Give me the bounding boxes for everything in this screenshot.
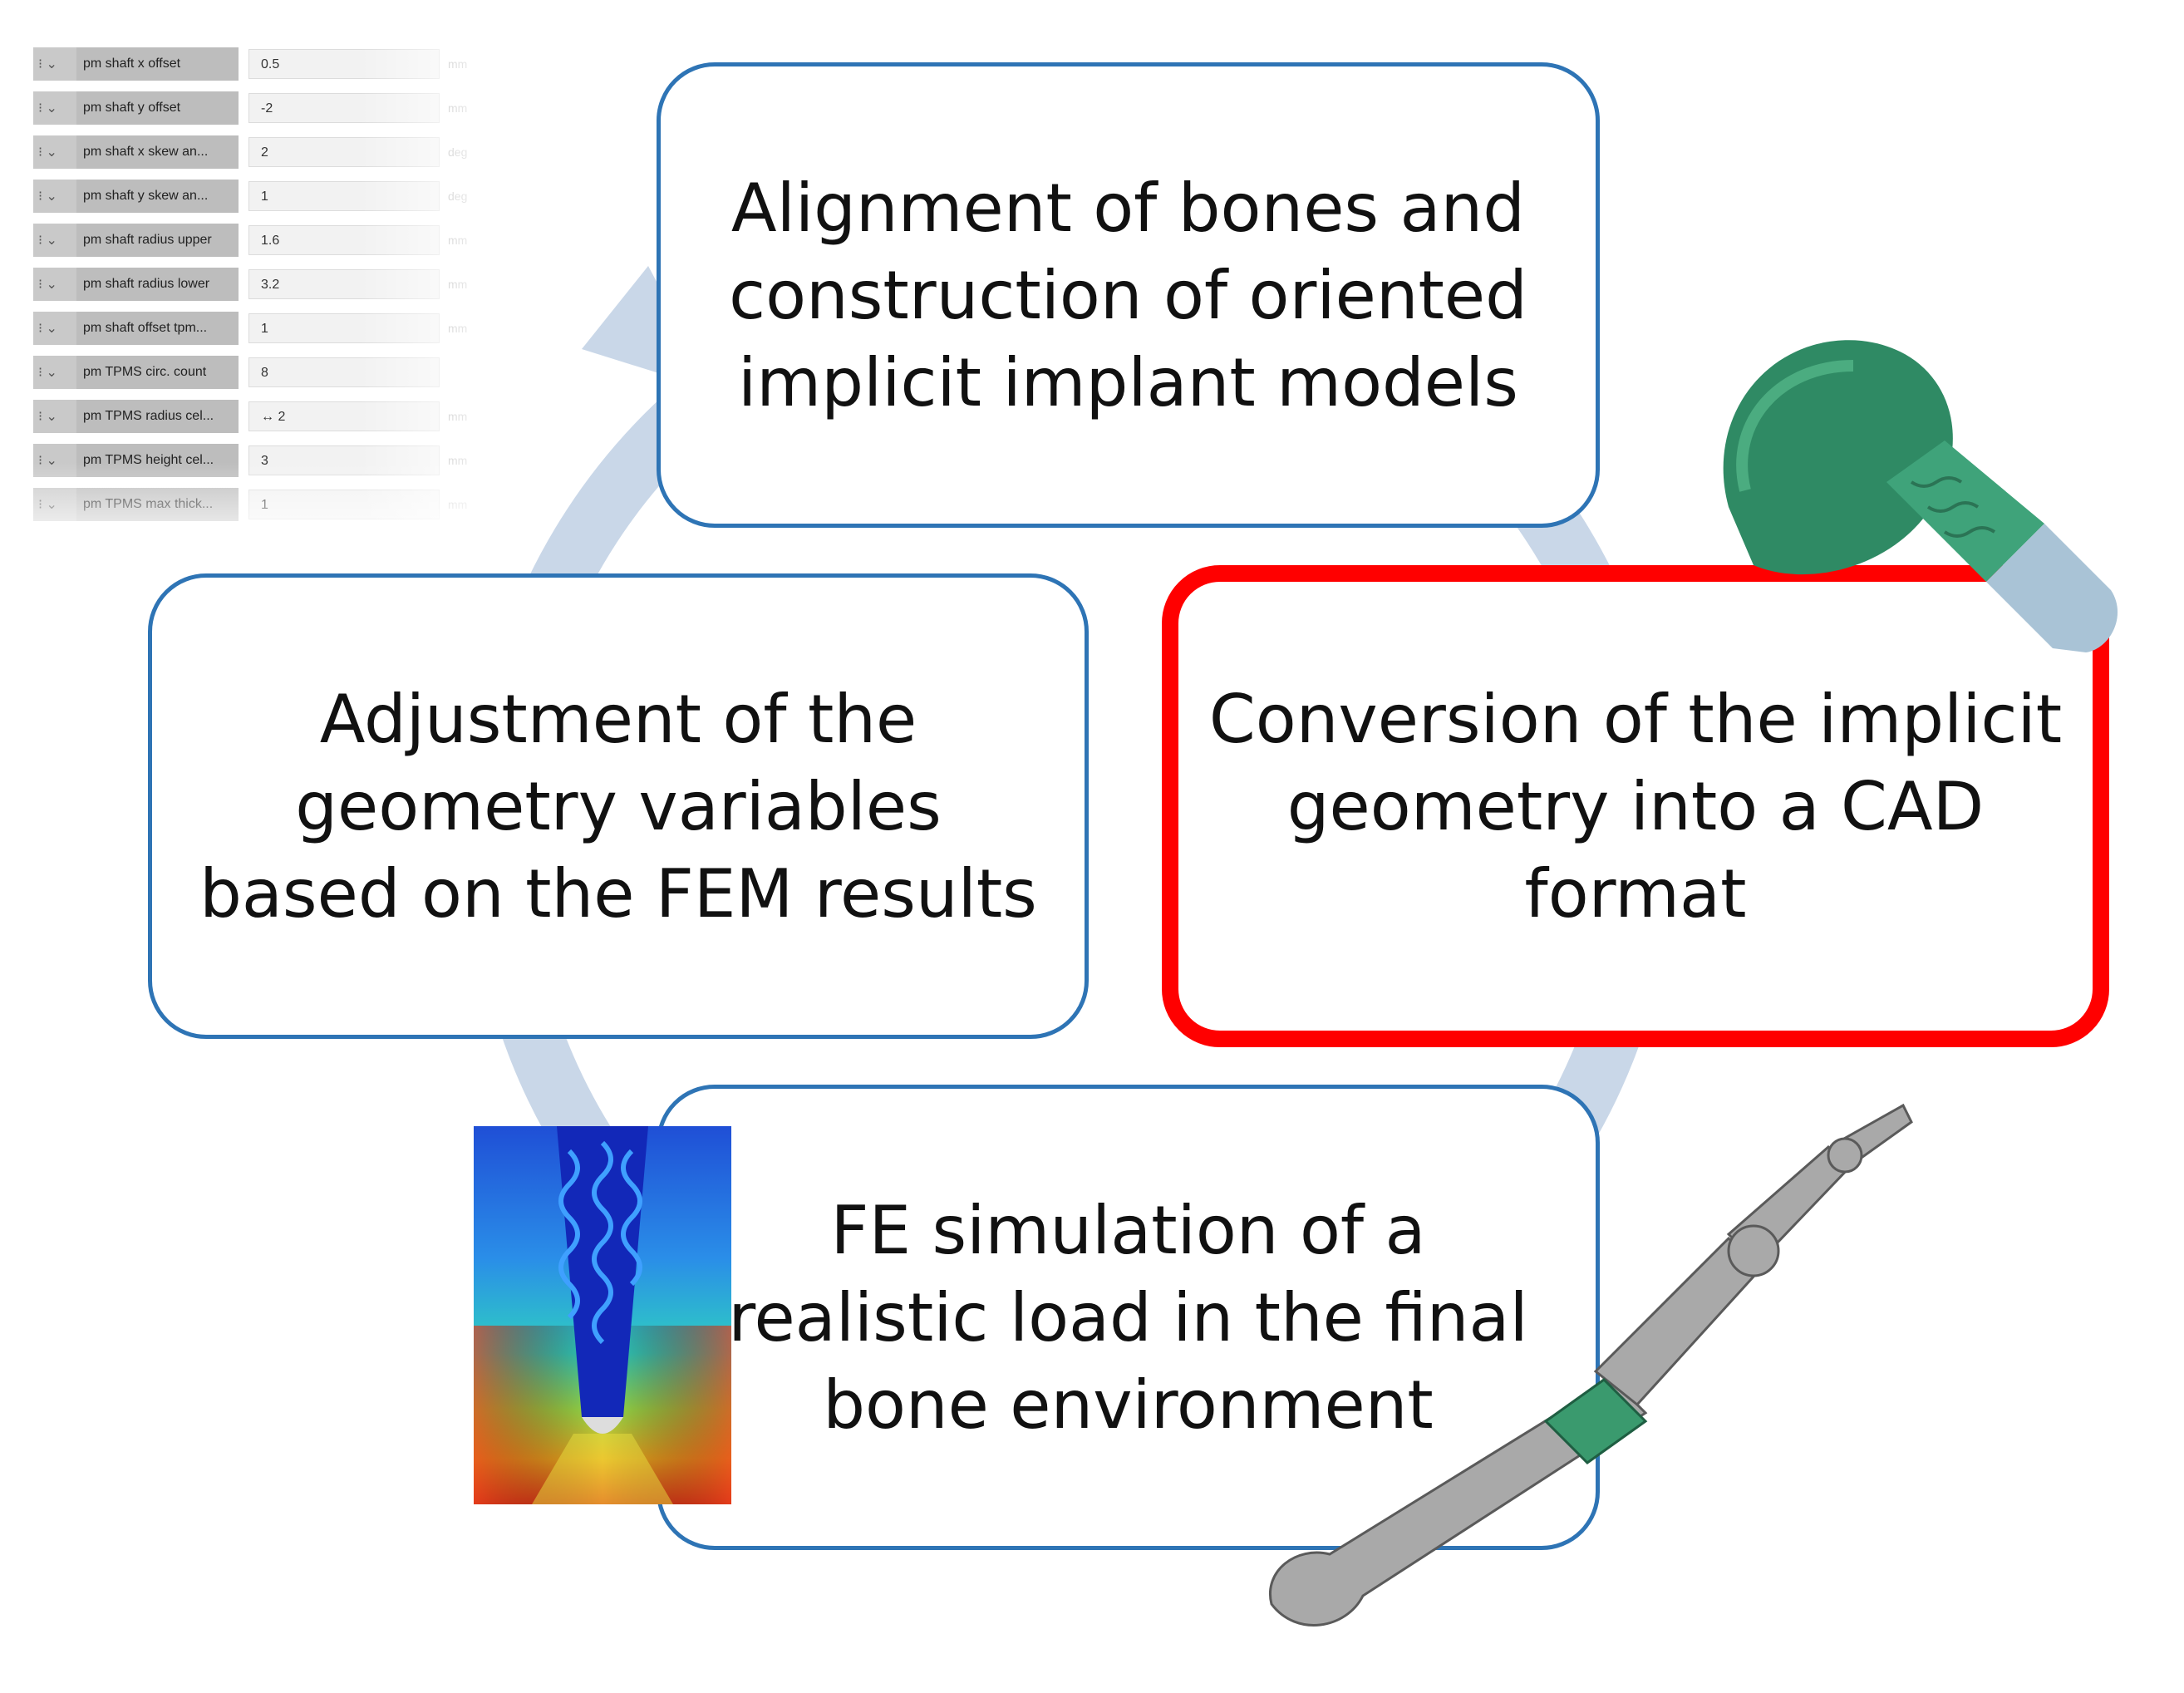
param-value-field[interactable]: ↔ 2 [248,401,440,431]
param-name: pm shaft x offset [76,47,239,81]
row-expand-chevron-icon[interactable]: ⁝ ⌄ [33,356,76,389]
param-row: ⁝ ⌄pm shaft x offset 0.5 mm [33,46,499,82]
param-name: pm shaft radius upper [76,224,239,257]
param-row: ⁝ ⌄pm TPMS circ. count 8 [33,354,499,391]
step-alignment-line-1: Alignment of bones and [730,169,1526,247]
param-value-field[interactable]: 8 [248,357,440,387]
param-row: ⁝ ⌄pm shaft offset tpm... 1 mm [33,310,499,347]
param-row: ⁝ ⌄pm shaft radius upper 1.6 mm [33,222,499,258]
param-name: pm shaft y offset [76,91,239,125]
param-row: ⁝ ⌄pm shaft y offset -2 mm [33,90,499,126]
param-value-field[interactable]: 1 [248,490,440,519]
param-value-field[interactable]: 1 [248,313,440,343]
row-expand-chevron-icon[interactable]: ⁝ ⌄ [33,444,76,477]
step-conversion-line-3: format [1524,854,1747,933]
param-value-field[interactable]: 3.2 [248,269,440,299]
step-simulation-text: FE simulation of a realistic load in the… [728,1187,1527,1449]
step-alignment-box: Alignment of bones and construction of o… [657,62,1600,528]
param-value-field[interactable]: 1 [248,181,440,211]
step-adjustment-line-3: based on the FEM results [199,854,1037,933]
param-name: pm TPMS radius cel... [76,400,239,433]
implant-porous-tip [1986,524,2118,652]
row-expand-chevron-icon[interactable]: ⁝ ⌄ [33,488,76,521]
param-name: pm TPMS height cel... [76,444,239,477]
param-unit: mm [448,322,468,335]
row-expand-chevron-icon[interactable]: ⁝ ⌄ [33,224,76,257]
step-adjustment-text: Adjustment of the geometry variables bas… [199,676,1037,938]
step-conversion-line-1: Conversion of the implicit [1208,680,2063,758]
param-value-field[interactable]: 3 [248,445,440,475]
param-row: ⁝ ⌄pm shaft x skew an... 2 deg [33,134,499,170]
bone-implant-sleeve [1543,1378,1648,1464]
bone-model-image [1269,1103,1913,1627]
param-unit: mm [448,278,468,291]
param-row: ⁝ ⌄pm TPMS height cel... 3 mm [33,442,499,479]
step-adjustment-box: Adjustment of the geometry variables bas… [148,573,1089,1039]
fem-result-image [474,1126,731,1504]
implant-shaft [1886,440,2044,582]
step-conversion-text: Conversion of the implicit geometry into… [1209,676,2062,938]
param-value-field[interactable]: 0.5 [248,49,440,79]
row-expand-chevron-icon[interactable]: ⁝ ⌄ [33,135,76,169]
param-row: ⁝ ⌄pm shaft y skew an... 1 deg [33,178,499,214]
row-expand-chevron-icon[interactable]: ⁝ ⌄ [33,268,76,301]
param-row: ⁝ ⌄pm TPMS max thick... 1 mm [33,486,499,523]
step-simulation-line-2: realistic load in the final [728,1278,1528,1356]
step-simulation-line-1: FE simulation of a [830,1191,1426,1269]
implant-cap [1723,340,1953,575]
step-conversion-box: Conversion of the implicit geometry into… [1162,565,2109,1047]
row-expand-chevron-icon[interactable]: ⁝ ⌄ [33,312,76,345]
step-adjustment-line-2: geometry variables [295,767,942,845]
param-name: pm shaft x skew an... [76,135,239,169]
step-adjustment-line-1: Adjustment of the [319,680,917,758]
param-name: pm TPMS circ. count [76,356,239,389]
param-name: pm shaft offset tpm... [76,312,239,345]
step-alignment-line-3: implicit implant models [738,343,1518,421]
step-alignment-line-2: construction of oriented [729,256,1527,334]
param-unit: mm [448,101,468,115]
param-name: pm TPMS max thick... [76,488,239,521]
param-unit: mm [448,234,468,247]
implant-model-image [1723,340,2118,652]
param-name: pm shaft y skew an... [76,180,239,213]
param-name: pm shaft radius lower [76,268,239,301]
param-row: ⁝ ⌄pm TPMS radius cel... ↔ 2 mm [33,398,499,435]
row-expand-chevron-icon[interactable]: ⁝ ⌄ [33,47,76,81]
param-value-field[interactable]: -2 [248,93,440,123]
param-row: ⁝ ⌄pm shaft radius lower 3.2 mm [33,266,499,303]
param-unit: mm [448,410,468,423]
param-unit: deg [448,145,468,159]
row-expand-chevron-icon[interactable]: ⁝ ⌄ [33,91,76,125]
param-unit: deg [448,189,468,203]
param-unit: mm [448,57,468,71]
row-expand-chevron-icon[interactable]: ⁝ ⌄ [33,180,76,213]
param-value-field[interactable]: 1.6 [248,225,440,255]
step-simulation-box: FE simulation of a realistic load in the… [657,1085,1600,1550]
param-unit: mm [448,498,468,511]
row-expand-chevron-icon[interactable]: ⁝ ⌄ [33,400,76,433]
param-value-field[interactable]: 2 [248,137,440,167]
step-conversion-line-2: geometry into a CAD [1286,767,1985,845]
step-simulation-line-3: bone environment [823,1366,1434,1444]
param-unit: mm [448,454,468,467]
step-alignment-text: Alignment of bones and construction of o… [729,165,1527,426]
